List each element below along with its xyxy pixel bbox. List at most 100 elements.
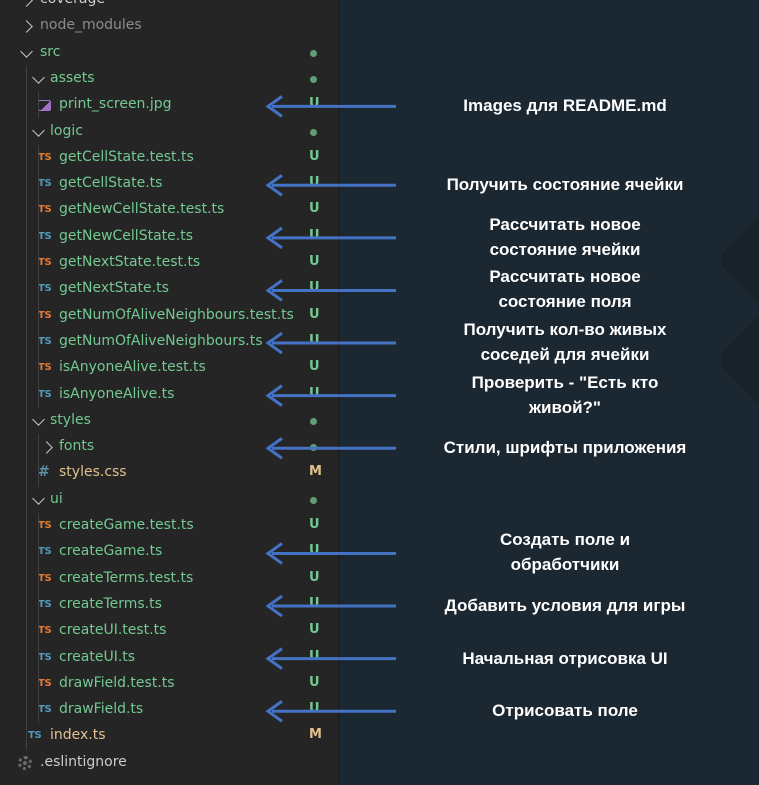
folder-row[interactable]: src [0, 40, 338, 66]
css-icon: # [38, 464, 50, 481]
indent-guide [38, 92, 39, 119]
annotation-text: Проверить - "Есть кто живой?" [471, 372, 659, 417]
git-status-badge: U [309, 306, 320, 322]
annotation-text: Получить кол-во живых соседей для ячейки [463, 320, 667, 365]
annotation-text: Отрисовать поле [492, 701, 638, 721]
git-status-badge: U [309, 227, 320, 243]
git-status-badge: U [309, 148, 320, 164]
annotation-text: Стили, шрифты приложения [443, 438, 687, 458]
item-label: getCellState.test.ts [59, 148, 194, 165]
item-label: styles.css [59, 464, 127, 481]
typescript-icon: TS [38, 651, 52, 663]
indent-guide [38, 144, 39, 408]
annotation-panel [340, 0, 759, 785]
chevron-down-icon[interactable] [32, 71, 45, 84]
item-label: node_modules [40, 17, 142, 34]
typescript-icon: TS [38, 335, 52, 347]
git-status-badge: U [309, 569, 320, 585]
typescript-icon: TS [38, 598, 52, 610]
folder-row[interactable]: logic [0, 119, 338, 145]
image-icon [38, 100, 51, 112]
file-row[interactable]: TS createTerms.test.ts U [0, 566, 338, 592]
item-label: coverage [40, 0, 105, 7]
annotation-text: Рассчитать новое состояние поля [489, 267, 641, 312]
folder-row[interactable]: assets [0, 66, 338, 92]
file-row[interactable]: TS createUI.ts U [0, 645, 338, 671]
file-row[interactable]: TS drawField.ts U [0, 697, 338, 723]
item-label: drawField.ts [59, 701, 144, 718]
item-label: getNumOfAliveNeighbours.test.ts [59, 306, 294, 323]
item-label: getNextState.ts [59, 280, 169, 297]
file-row[interactable]: TS createTerms.ts U [0, 592, 338, 618]
file-row[interactable]: .eslintignore [0, 750, 338, 776]
typescript-test-icon: TS [38, 520, 52, 531]
folder-row[interactable]: node_modules [0, 13, 338, 39]
annotation-text: Начальная отрисовка UI [462, 648, 668, 668]
file-row[interactable]: TS getNumOfAliveNeighbours.ts U [0, 329, 338, 355]
typescript-icon: TS [28, 730, 42, 742]
folder-row[interactable]: fonts [0, 434, 338, 460]
folder-row[interactable]: ui [0, 487, 338, 513]
item-label: getNewCellState.ts [59, 227, 193, 244]
folder-row[interactable]: coverage [0, 0, 338, 13]
git-status-badge: U [309, 648, 320, 664]
indent-guide [38, 513, 39, 724]
typescript-test-icon: TS [38, 625, 52, 637]
item-label: createTerms.test.ts [59, 569, 194, 586]
chevron-right-icon[interactable] [20, 20, 33, 34]
item-label: getNextState.test.ts [59, 254, 201, 270]
git-status-badge: U [309, 543, 320, 559]
typescript-icon: TS [38, 546, 52, 558]
item-label: createTerms.ts [59, 595, 162, 612]
git-status-badge: U [309, 595, 320, 611]
chevron-right-icon[interactable] [20, 0, 33, 7]
git-status-badge: M [309, 727, 322, 743]
typescript-test-icon: TS [38, 677, 52, 689]
chevron-down-icon[interactable] [20, 44, 33, 58]
annotation-text: Добавить условия для игры [444, 596, 686, 616]
item-label: .eslintignore [40, 753, 127, 770]
item-label: createUI.ts [59, 648, 136, 665]
git-status-badge: U [309, 385, 320, 401]
git-status-badge: U [309, 175, 320, 191]
annotation-text: Получить состояние ячейки [446, 175, 684, 195]
chevron-down-icon[interactable] [32, 123, 45, 137]
chevron-down-icon[interactable] [32, 491, 45, 505]
modified-dot-icon [310, 417, 317, 425]
indent-guide [38, 434, 39, 487]
modified-dot-icon [310, 496, 317, 504]
folder-row[interactable]: styles [0, 408, 338, 434]
item-label: drawField.test.ts [59, 674, 175, 691]
item-label: getNumOfAliveNeighbours.ts [59, 332, 263, 349]
typescript-icon: TS [38, 704, 52, 716]
item-label: ui [50, 490, 63, 507]
git-status-badge: U [309, 701, 320, 717]
explorer-divider [338, 0, 340, 785]
chevron-right-icon[interactable] [40, 441, 53, 454]
item-label: assets [50, 69, 95, 86]
item-label: print_screen.jpg [59, 96, 172, 113]
chevron-down-icon[interactable] [32, 412, 45, 426]
git-status-badge: U [309, 332, 320, 348]
item-label: isAnyoneAlive.test.ts [59, 359, 206, 376]
modified-dot-icon [310, 75, 317, 83]
typescript-test-icon: TS [38, 572, 52, 584]
typescript-icon: TS [38, 178, 52, 190]
